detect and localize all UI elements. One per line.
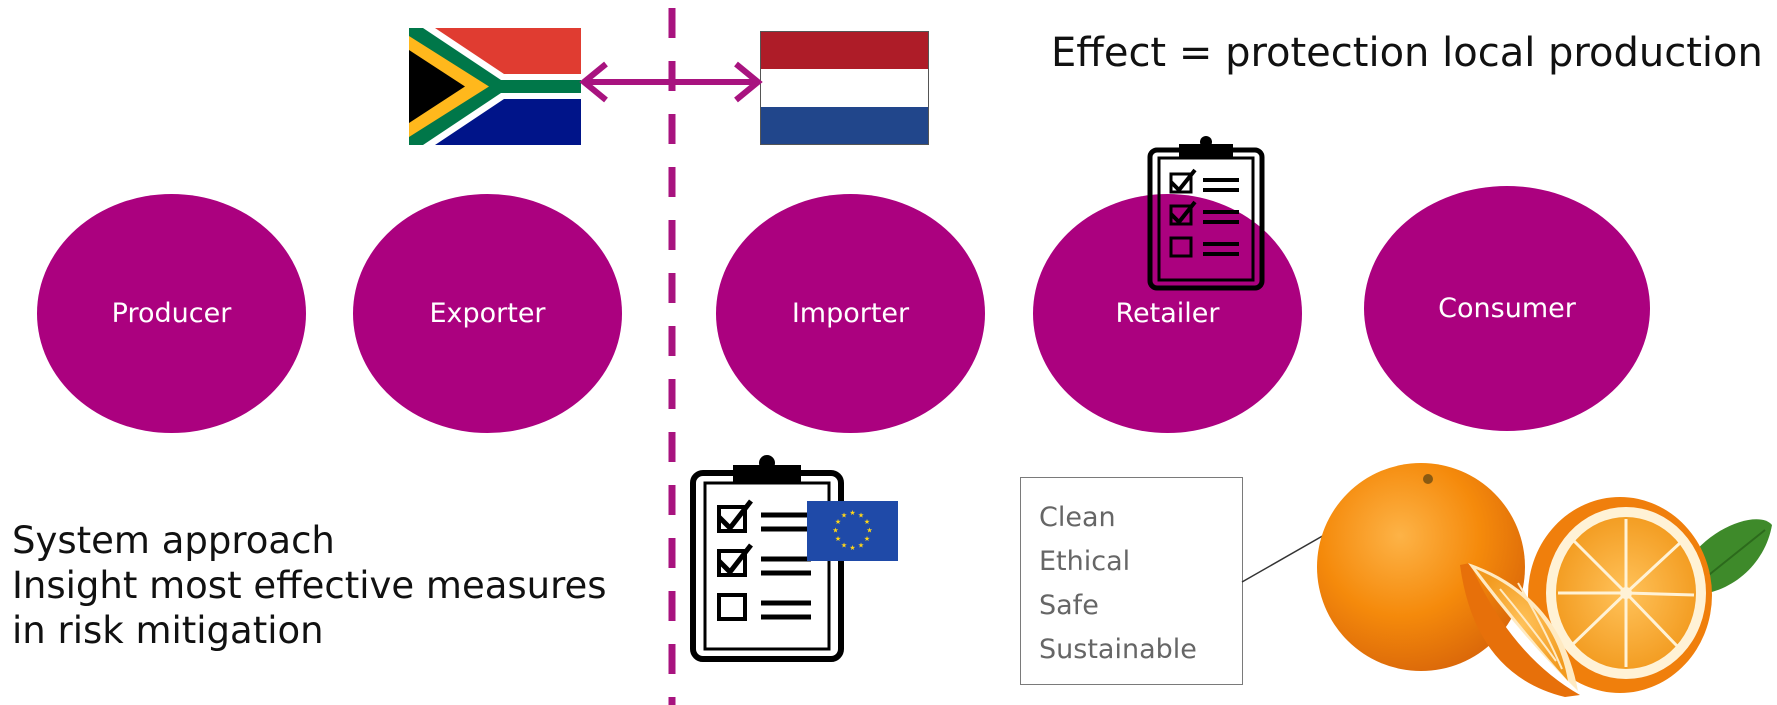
chain-node-exporter: Exporter [353, 194, 622, 433]
svg-text:★: ★ [866, 527, 872, 535]
quality-attributes-box: Clean Ethical Safe Sustainable [1020, 477, 1243, 685]
clipboard-checklist-icon [690, 455, 844, 662]
svg-text:★: ★ [849, 544, 855, 552]
svg-text:★: ★ [841, 542, 847, 550]
chain-node-label: Retailer [1115, 298, 1220, 329]
notes-line: System approach [12, 519, 335, 562]
south-africa-flag-icon [409, 28, 581, 145]
quality-item: Sustainable [1039, 634, 1197, 665]
netherlands-flag-icon [760, 31, 929, 145]
chain-node-label: Consumer [1438, 293, 1576, 324]
chain-node-importer: Importer [716, 194, 985, 433]
svg-text:★: ★ [841, 512, 847, 520]
svg-text:★: ★ [832, 527, 838, 535]
svg-text:★: ★ [835, 518, 841, 526]
svg-text:★: ★ [849, 509, 855, 517]
oranges-image [1317, 463, 1772, 697]
approach-notes: System approach Insight most effective m… [12, 518, 607, 653]
notes-line: Insight most effective measures [12, 564, 607, 607]
effect-text: Effect = protection local production [1051, 30, 1763, 76]
svg-text:★: ★ [835, 535, 841, 543]
quality-item: Safe [1039, 590, 1099, 621]
svg-text:★: ★ [858, 512, 864, 520]
svg-text:★: ★ [864, 518, 870, 526]
chain-node-producer: Producer [37, 194, 306, 433]
chain-node-retailer: Retailer [1033, 194, 1302, 433]
chain-node-label: Exporter [429, 298, 546, 329]
svg-text:★: ★ [858, 542, 864, 550]
eu-flag-icon: ★ ★ ★ ★ ★ ★ ★ ★ ★ ★ ★ ★ [807, 501, 898, 561]
double-arrow-icon [579, 61, 763, 103]
chain-node-label: Producer [111, 298, 232, 329]
quality-item: Clean [1039, 502, 1116, 533]
quality-item: Ethical [1039, 546, 1131, 577]
notes-line: in risk mitigation [12, 609, 324, 652]
svg-text:★: ★ [864, 535, 870, 543]
chain-node-label: Importer [791, 298, 910, 329]
clipboard-checklist-icon [1147, 136, 1265, 291]
chain-node-consumer: Consumer [1364, 186, 1650, 431]
